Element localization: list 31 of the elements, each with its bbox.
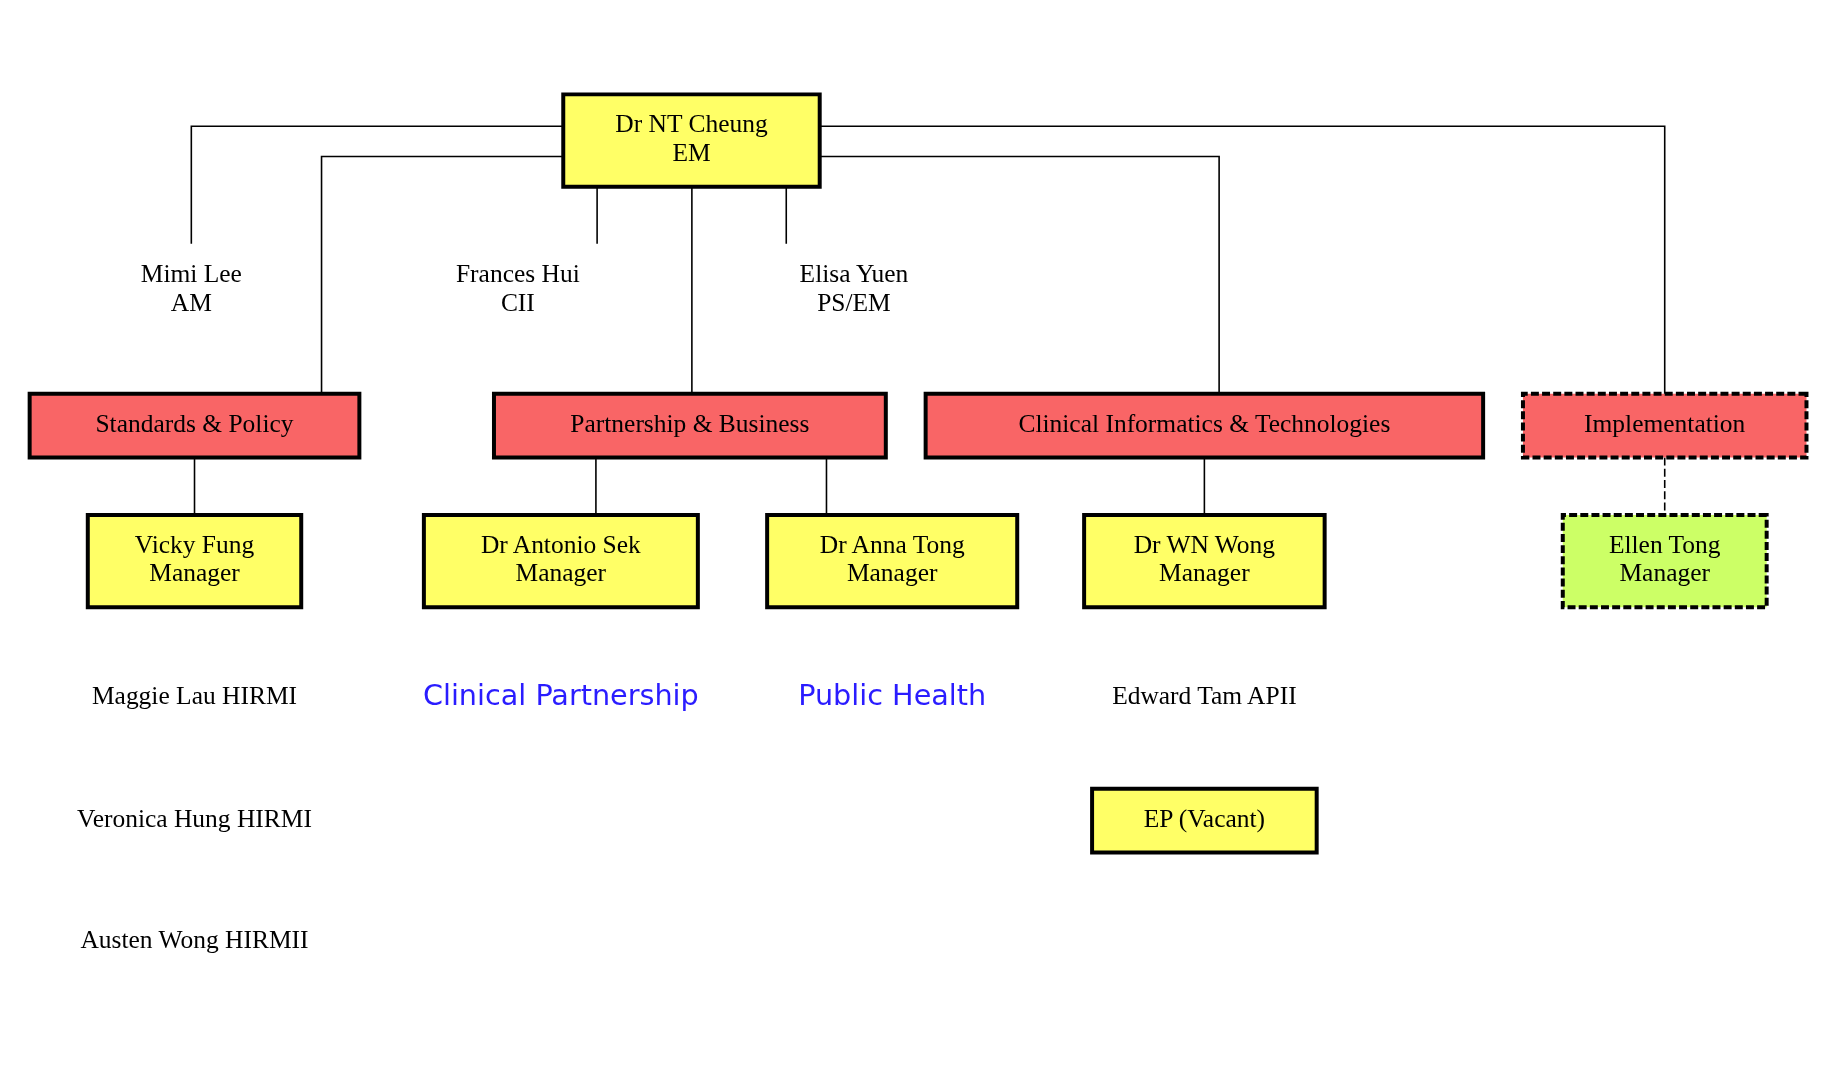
connector [691, 185, 693, 394]
connector [596, 185, 598, 245]
connector [819, 155, 1220, 395]
connector [193, 456, 196, 516]
node-box: Dr WN Wong Manager [1082, 512, 1327, 609]
node-box: Partnership & Business [492, 391, 888, 460]
label: Edward Tam APII [1112, 680, 1297, 710]
node-box: Ellen Tong Manager [1560, 512, 1769, 609]
connector [595, 456, 597, 516]
node-label: Clinical Partnership [422, 677, 699, 712]
node-box: Dr Anna Tong Manager [765, 512, 1020, 609]
label: Maggie Lau HIRMI [91, 680, 298, 710]
node-text: Frances Hui CII [455, 258, 580, 317]
label: Austen Wong HIRMII [80, 924, 309, 954]
connector [785, 185, 788, 245]
node-label: Public Health [798, 677, 987, 712]
node-box: Clinical Informatics & Technologies [923, 391, 1486, 460]
node-box: Standards & Policy [27, 391, 362, 460]
connector [818, 124, 1666, 394]
connector [320, 155, 564, 395]
connector [1203, 456, 1206, 516]
connector [825, 456, 828, 516]
connector [190, 124, 564, 244]
node-box: Implementation [1520, 391, 1809, 460]
node-box: Dr Antonio Sek Manager [421, 512, 700, 609]
node-box: EP (Vacant) [1090, 786, 1319, 855]
node-text: Elisa Yuen PS/EM [799, 258, 909, 317]
node-box: Dr NT Cheung EM [561, 91, 822, 189]
node-text: Mimi Lee AM [140, 258, 242, 317]
label: Veronica Hung HIRMI [77, 803, 312, 833]
node-box: Vicky Fung Manager [85, 512, 304, 609]
